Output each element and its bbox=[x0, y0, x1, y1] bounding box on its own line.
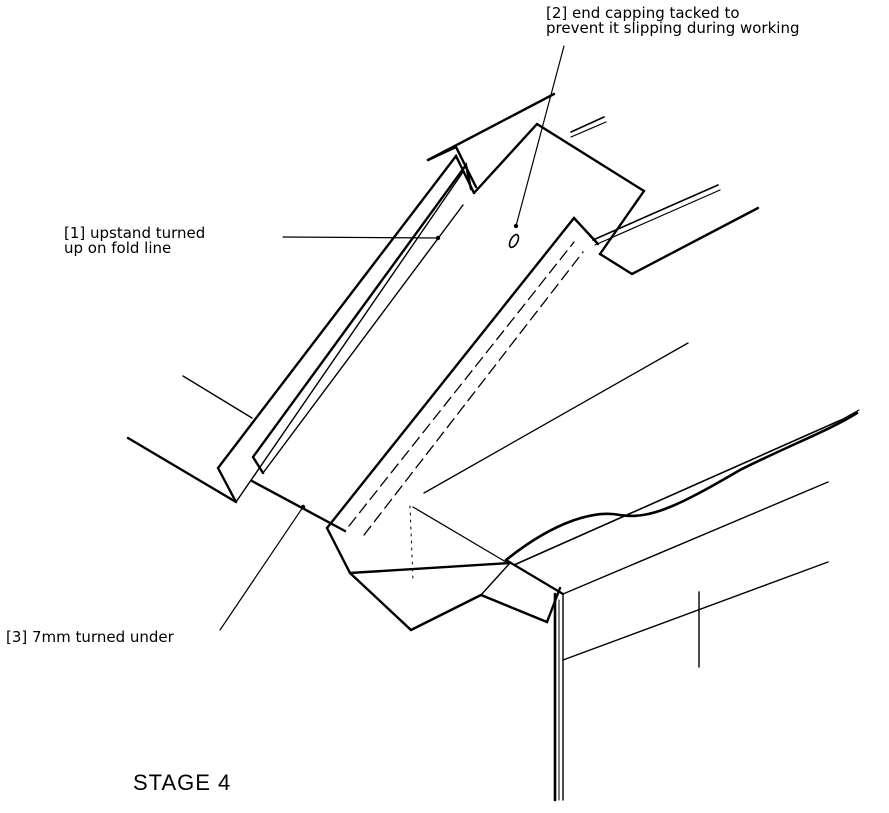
roof-outline bbox=[126, 342, 689, 563]
annotation-turned-under-line1: [3] 7mm turned under bbox=[6, 628, 174, 646]
tack-hole bbox=[508, 233, 520, 249]
left-upstand bbox=[216, 92, 556, 504]
end-capping bbox=[472, 116, 760, 276]
annotation-upstand: [1] upstand turned up on fold line bbox=[64, 226, 205, 256]
annotation-end-capping-line1: [2] end capping tacked to bbox=[546, 4, 740, 22]
annotation-upstand-line1: [1] upstand turned bbox=[64, 224, 206, 242]
leader-lines bbox=[219, 45, 565, 631]
corner-box bbox=[504, 409, 860, 802]
annotation-turned-under: [3] 7mm turned under bbox=[6, 630, 174, 645]
stage-label: STAGE 4 bbox=[133, 770, 232, 795]
annotation-upstand-line2: up on fold line bbox=[64, 239, 172, 257]
annotation-end-capping: [2] end capping tacked to prevent it sli… bbox=[546, 6, 799, 36]
right-upstand bbox=[325, 216, 600, 632]
annotation-end-capping-line2: prevent it slipping during working bbox=[546, 19, 800, 37]
